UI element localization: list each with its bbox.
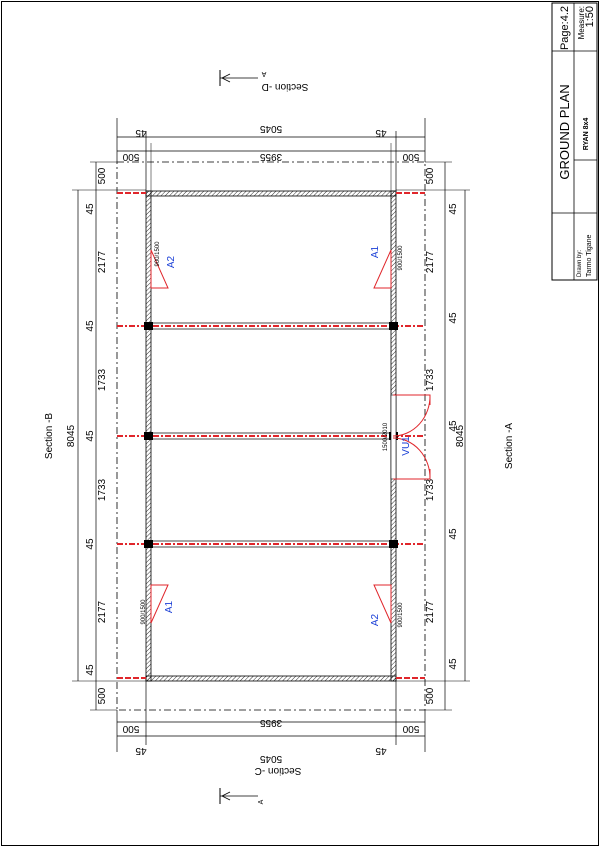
svg-text:900/1500: 900/1500 [398, 602, 404, 628]
svg-text:3955: 3955 [259, 717, 282, 728]
svg-text:2177: 2177 [425, 600, 436, 623]
svg-text:1500/2010: 1500/2010 [383, 422, 389, 451]
svg-text:45: 45 [448, 528, 459, 540]
svg-text:Section -C: Section -C [255, 765, 302, 776]
svg-text:500: 500 [97, 167, 108, 184]
svg-text:45: 45 [375, 745, 387, 756]
window-a2-top-left: A2 900/1500 [150, 241, 177, 289]
svg-text:A1: A1 [164, 600, 175, 613]
svg-text:1733: 1733 [97, 368, 108, 391]
window-a1-top-right: A1 900/1500 [370, 245, 404, 289]
svg-text:45: 45 [448, 658, 459, 670]
svg-text:500: 500 [425, 687, 436, 704]
drawn-by-label: Drawn by: [577, 250, 583, 277]
bottom-dimensions: 3955 5045 500 500 45 45 [116, 681, 426, 764]
svg-text:A2: A2 [370, 613, 381, 626]
svg-text:45: 45 [85, 664, 96, 676]
svg-text:45: 45 [85, 538, 96, 550]
project-name: RYAN 8x4 [583, 118, 590, 151]
svg-text:5045: 5045 [259, 123, 282, 134]
svg-text:VU1: VU1 [401, 436, 412, 456]
wall-top [145, 190, 397, 197]
length-total-right: 8045 [455, 424, 466, 447]
title-block: Page:4.2 Measure: 1:50 GROUND PLAN RYAN … [551, 2, 598, 281]
svg-text:900/1500: 900/1500 [398, 245, 404, 271]
svg-text:2177: 2177 [425, 250, 436, 273]
drawing-title: GROUND PLAN [557, 84, 572, 179]
svg-text:45: 45 [375, 127, 387, 138]
svg-text:2177: 2177 [97, 250, 108, 273]
right-dimensions: 8045 500 45 2177 45 1733 45 1733 45 2177… [396, 161, 470, 711]
svg-text:500: 500 [122, 151, 139, 162]
svg-text:900/1500: 900/1500 [155, 241, 161, 267]
svg-text:500: 500 [402, 723, 419, 734]
section-d-marker: A Section -D [219, 70, 309, 92]
measure-value: 1:50 [584, 6, 596, 27]
svg-text:45: 45 [135, 127, 147, 138]
section-a-label: Section -A [504, 423, 515, 469]
svg-text:A2: A2 [166, 255, 177, 268]
svg-text:45: 45 [85, 320, 96, 332]
svg-text:45: 45 [85, 430, 96, 442]
left-dimensions: 8045 500 45 2177 45 1733 45 1733 45 2177… [66, 161, 146, 711]
svg-text:500: 500 [122, 723, 139, 734]
svg-text:A1: A1 [370, 245, 381, 258]
svg-text:Section -D: Section -D [262, 81, 309, 92]
top-dimensions: 5045 3955 500 500 45 45 [116, 118, 426, 191]
svg-text:1733: 1733 [425, 478, 436, 501]
svg-text:900/1500: 900/1500 [141, 599, 147, 625]
svg-text:500: 500 [97, 687, 108, 704]
door-vu1: VU1 1500/2010 [383, 394, 431, 480]
svg-text:45: 45 [448, 312, 459, 324]
svg-text:Section -A: Section -A [504, 423, 515, 469]
svg-text:3955: 3955 [259, 151, 282, 162]
svg-text:500: 500 [402, 151, 419, 162]
svg-text:500: 500 [425, 167, 436, 184]
svg-text:45: 45 [135, 745, 147, 756]
svg-text:Section -B: Section -B [44, 413, 55, 459]
section-b-label: Section -B [44, 413, 55, 459]
measure-label: Measure: [577, 6, 586, 39]
roof-overhang-outline [116, 161, 426, 711]
drawn-by-name: Tarmo Tigane [586, 234, 593, 277]
svg-text:45: 45 [448, 420, 459, 432]
window-a2-bottom-right: A2 900/1500 [370, 584, 404, 628]
svg-text:45: 45 [85, 203, 96, 215]
svg-text:2177: 2177 [97, 600, 108, 623]
page-number: Page:4.2 [559, 6, 571, 50]
svg-text:1733: 1733 [425, 368, 436, 391]
section-c-marker: A Section -C [219, 765, 302, 804]
svg-text:A: A [258, 799, 265, 804]
svg-text:1733: 1733 [97, 478, 108, 501]
svg-text:45: 45 [448, 203, 459, 215]
wall-bottom [145, 675, 397, 682]
length-total-left: 8045 [66, 424, 77, 447]
window-a1-bottom-left: A1 900/1500 [141, 584, 175, 625]
svg-text:A: A [261, 70, 266, 77]
svg-text:5045: 5045 [259, 753, 282, 764]
